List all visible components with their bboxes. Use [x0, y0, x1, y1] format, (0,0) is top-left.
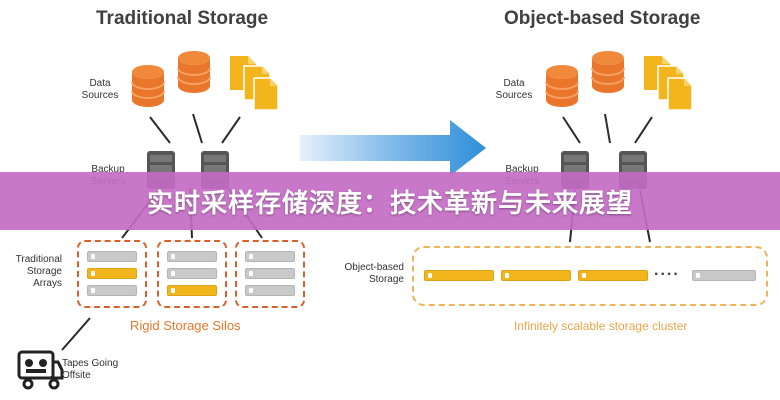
drive-gray	[245, 268, 295, 279]
drive-gray	[245, 285, 295, 296]
cluster-caption: Infinitely scalable storage cluster	[514, 319, 688, 333]
document-icon	[644, 56, 693, 111]
banner-title: 实时采样存储深度：技术革新与未来展望	[146, 188, 633, 219]
left-title: Traditional Storage	[96, 8, 269, 29]
drive-yellow	[87, 268, 137, 279]
silos-caption: Rigid Storage Silos	[130, 318, 241, 333]
drive-yellow	[501, 270, 571, 281]
database-icon	[591, 51, 625, 93]
drive-yellow	[578, 270, 648, 281]
arrow-right-icon	[300, 120, 486, 176]
drive-yellow	[167, 285, 217, 296]
object-storage-label: Object-based Storage	[344, 262, 404, 285]
storage-silo	[77, 240, 147, 308]
database-icon	[545, 65, 579, 107]
database-icon	[177, 51, 211, 93]
tape-truck-icon	[17, 350, 64, 390]
storage-silo	[157, 240, 227, 308]
left-arrays-label: Traditional Storage Arrays	[15, 254, 62, 289]
drive-gray	[245, 251, 295, 262]
drive-gray	[87, 251, 137, 262]
left-data-sources-label: Data Sources	[81, 78, 119, 101]
drive-yellow	[424, 270, 494, 281]
document-icon	[230, 56, 279, 111]
cluster-ellipsis: ....	[654, 262, 680, 279]
storage-cluster: ....	[412, 246, 768, 306]
drive-gray	[167, 268, 217, 279]
drive-gray	[167, 251, 217, 262]
storage-silo	[235, 240, 305, 308]
database-icon	[131, 65, 165, 107]
drive-gray	[87, 285, 137, 296]
drive-gray	[692, 270, 756, 281]
right-title: Object-based Storage	[504, 8, 701, 29]
tapes-label: Tapes Going Offsite	[62, 358, 119, 381]
title-banner: 实时采样存储深度：技术革新与未来展望	[0, 172, 780, 230]
right-data-sources-label: Data Sources	[495, 78, 533, 101]
